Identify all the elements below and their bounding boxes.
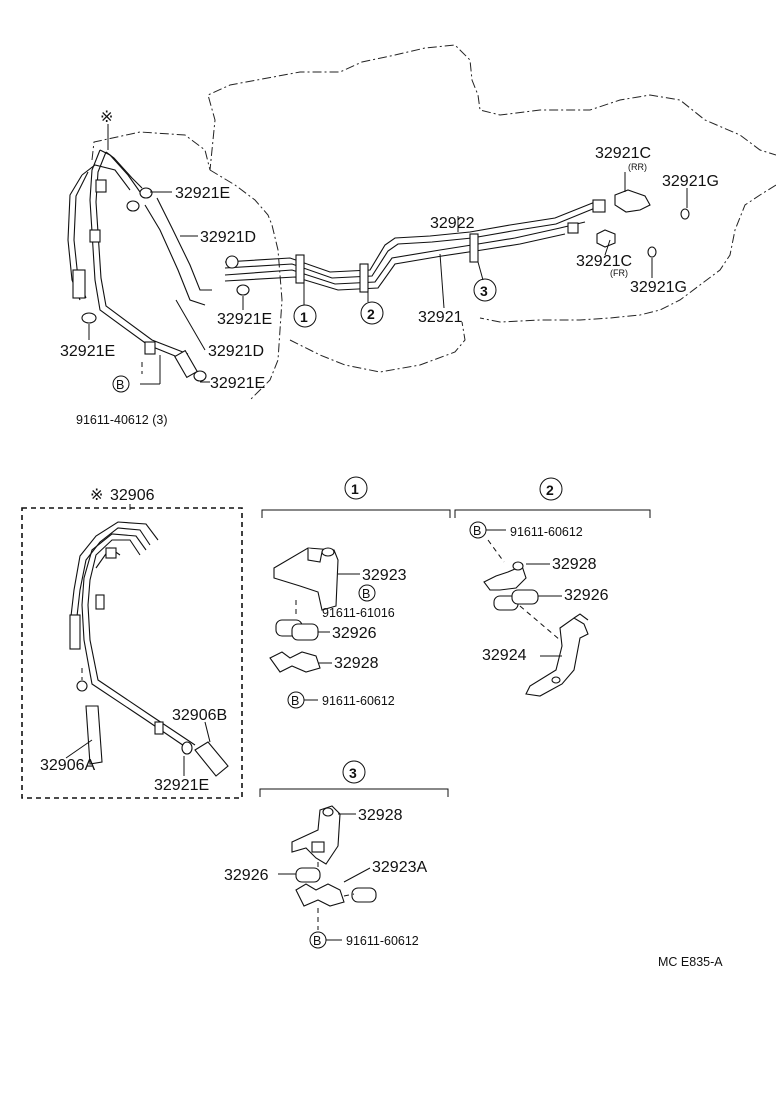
label-32922: 32922 [430,215,475,232]
diagram-code: MC E835-A [658,955,723,969]
label-32921E-c: 32921E [60,343,115,360]
main-fuel-pipe-assembly [67,149,690,382]
label-32928-d2: 32928 [552,556,597,573]
label-32926-d3: 32926 [224,867,269,884]
label-91611-61016: 91611-61016 [322,606,395,620]
label-91611-40612: 91611-40612 (3) [76,413,168,427]
label-32921C-fr: 32921C [576,253,632,270]
svg-text:1: 1 [351,481,359,497]
label-32921D-b: 32921D [208,343,264,360]
label-32906B: 32906B [172,707,227,724]
svg-text:1: 1 [300,309,308,325]
engine-outline [91,44,776,401]
label-32921E-box: 32921E [154,777,209,794]
label-32921: 32921 [418,309,463,326]
label-32926-d1: 32926 [332,625,377,642]
label-32921G-a: 32921G [662,173,719,190]
svg-text:B: B [291,694,299,708]
star-symbol-box: ※ [90,487,103,504]
callout-3-top: 3 [473,278,497,302]
pipe-assembly-32906 [69,521,229,777]
pipe-assembly-box [21,507,243,799]
label-32906A: 32906A [40,757,95,774]
label-32926-d2: 32926 [564,587,609,604]
svg-text:B: B [473,524,481,538]
label-91611-60612-d2: 91611-60612 [510,525,583,539]
label-32928-d1: 32928 [334,655,379,672]
label-32921G-b: 32921G [630,279,687,296]
svg-text:B: B [313,934,321,948]
label-32924: 32924 [482,647,527,664]
bolt-symbol-d1b: B [287,691,305,709]
label-32921C-rr: 32921C [595,145,651,162]
bolt-symbol-top: B [112,375,130,393]
label-32906: 32906 [110,487,155,504]
label-32921E-a: 32921E [175,185,230,202]
label-32928-d3: 32928 [358,807,403,824]
detail-2-parts [483,561,589,697]
detail-1-parts [269,547,339,673]
star-symbol: ※ [100,109,113,126]
label-32921D-a: 32921D [200,229,256,246]
svg-text:2: 2 [546,482,554,498]
label-91611-60612-d3: 91611-60612 [346,934,419,948]
svg-text:2: 2 [367,306,375,322]
label-32921E-d: 32921E [210,375,265,392]
callout-2-top: 2 [360,301,384,325]
label-rr: (RR) [628,162,647,172]
bolt-symbol-d2: B [469,521,487,539]
callout-1-top: 1 [293,304,317,328]
label-32923: 32923 [362,567,407,584]
top-leader-lines [88,172,688,385]
label-32921E-b: 32921E [217,311,272,328]
detail-3-parts [291,805,377,907]
svg-text:3: 3 [480,283,488,299]
bolt-symbol-d3: B [309,931,327,949]
callout-2-detail: 2 [539,477,563,501]
bolt-symbol-d1a: B [358,584,376,602]
label-fr: (FR) [610,268,628,278]
label-32923A: 32923A [372,859,427,876]
svg-text:B: B [116,378,124,392]
callout-3-detail: 3 [342,760,366,784]
svg-text:B: B [362,587,370,601]
callout-1-detail: 1 [344,476,368,500]
label-91611-60612-d1: 91611-60612 [322,694,395,708]
svg-text:3: 3 [349,765,357,781]
